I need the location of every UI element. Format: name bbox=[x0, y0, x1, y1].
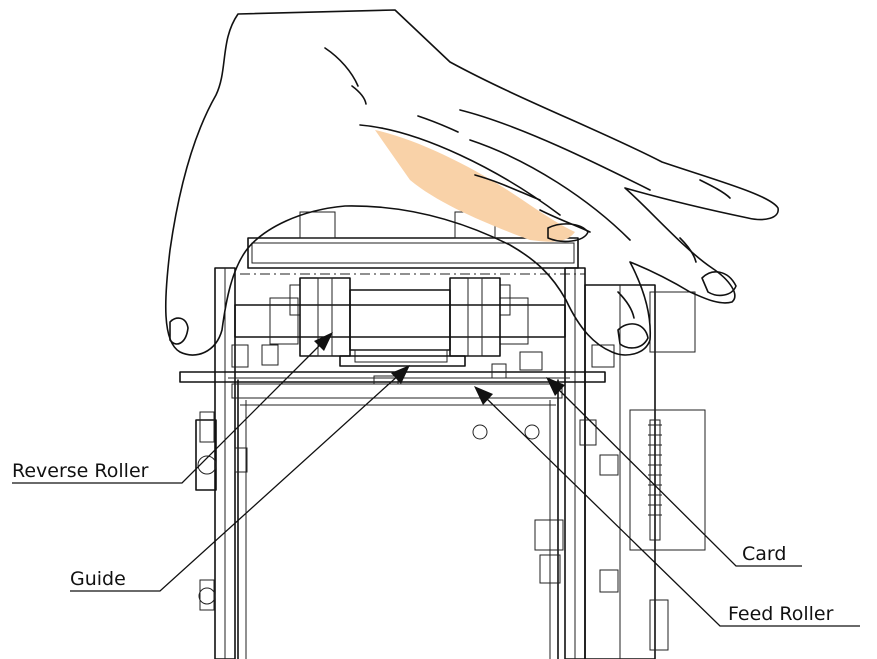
feed-roller-body bbox=[449, 277, 501, 357]
callout-reverse-roller[interactable]: Reverse Roller bbox=[12, 332, 333, 484]
guide-body bbox=[339, 355, 466, 367]
finger-highlight bbox=[375, 130, 575, 242]
frame bbox=[179, 211, 706, 659]
callout-card[interactable]: Card bbox=[546, 377, 802, 567]
gear-teeth bbox=[648, 424, 662, 516]
roller-assembly bbox=[234, 277, 566, 385]
label-guide: Guide bbox=[70, 568, 126, 590]
label-card: Card bbox=[742, 543, 786, 565]
callout-feed-roller[interactable]: Feed Roller bbox=[474, 386, 860, 627]
callout-guide[interactable]: Guide bbox=[70, 365, 410, 592]
hand-illustration bbox=[165, 9, 779, 356]
label-feed-roller: Feed Roller bbox=[728, 603, 834, 625]
label-reverse-roller: Reverse Roller bbox=[12, 460, 149, 482]
